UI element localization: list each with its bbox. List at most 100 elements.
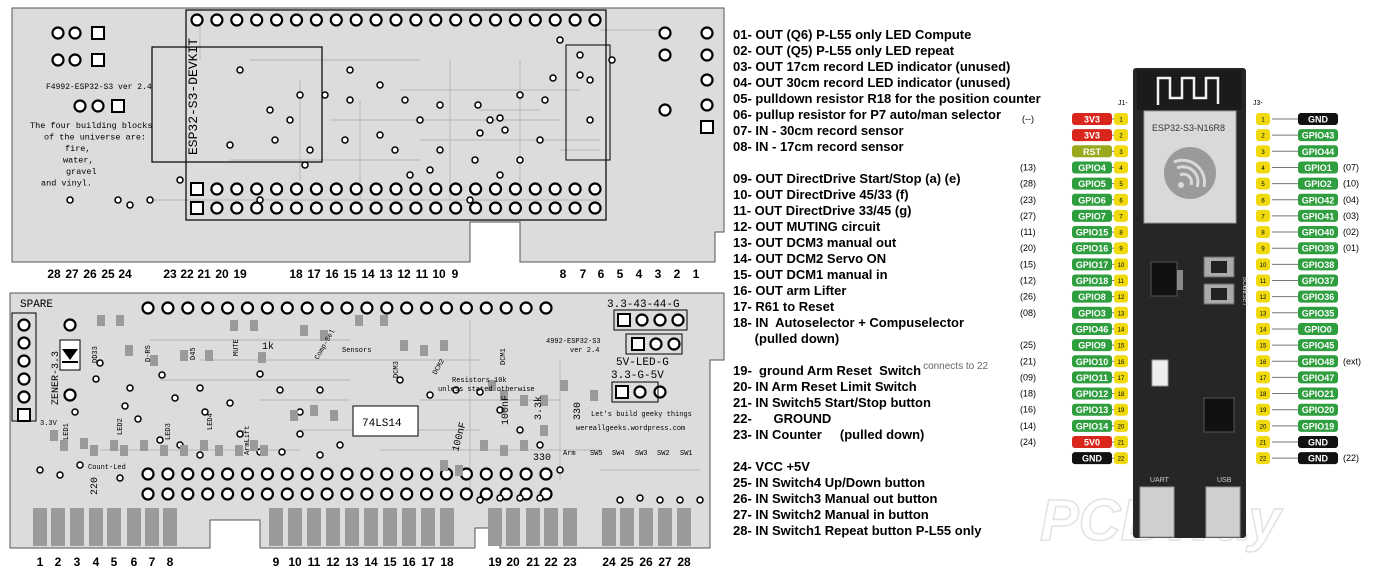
via <box>36 466 44 474</box>
bottom-pin-number: 7 <box>149 555 156 569</box>
pin-side-note: (27) <box>1020 211 1036 221</box>
pin-number: 15 <box>1118 344 1125 350</box>
pin-description-text: 27- IN Switch2 Manual in button <box>733 507 929 522</box>
pin-label-bg <box>1072 419 1112 432</box>
header-pad-top <box>289 13 304 27</box>
via <box>376 81 384 89</box>
pin-number-box <box>1114 371 1128 384</box>
smd-pad <box>60 440 68 451</box>
pin-description: 27- IN Switch2 Manual in button <box>733 507 929 522</box>
via <box>226 399 234 407</box>
pin-description: 08- IN - 17cm record sensor <box>733 139 904 154</box>
uart-connector <box>1139 486 1175 538</box>
pin-description: 21- IN Switch5 Start/Stop button <box>733 395 931 410</box>
header-pad-bottom <box>260 301 274 315</box>
pin-side-note: (04) <box>1343 195 1359 205</box>
pin-description-text: 02- OUT (Q5) P-L55 only LED repeat <box>733 43 955 58</box>
pin-number-box <box>1114 290 1128 303</box>
pin-name: GPIO47 <box>1302 373 1335 383</box>
pad <box>658 48 672 62</box>
pin-number-box <box>1256 145 1270 158</box>
pin-description: 23- IN Counter (pulled down) <box>733 427 924 442</box>
pin-name: GPIO12 <box>1076 389 1109 399</box>
pin-description-text: 14- OUT DCM2 Servo ON <box>733 251 887 266</box>
pin-number-box <box>1256 339 1270 352</box>
via <box>536 494 544 502</box>
pin-description: 25- IN Switch4 Up/Down button <box>733 475 925 490</box>
pin-name: GND <box>1308 115 1329 125</box>
top-pin-number: 17 <box>307 267 321 281</box>
pad <box>68 53 82 67</box>
pin-description-text: 01- OUT (Q6) P-L55 only LED Compute <box>733 27 972 42</box>
pin-label-bg <box>1298 371 1338 384</box>
edge-finger <box>563 508 577 546</box>
via <box>286 116 294 124</box>
header-pad-top <box>488 13 503 27</box>
pin-description-text: 16- OUT arm Lifter <box>733 283 847 298</box>
pad <box>700 48 714 62</box>
spare-pad <box>17 354 31 368</box>
header-3v3-label: 3.3-43-44-G <box>607 299 680 311</box>
pin-label-bg <box>1072 290 1112 303</box>
label-led2: LED2 <box>117 418 125 435</box>
pin-description-text: 28- IN Switch1 Repeat button P-L55 only <box>733 523 982 538</box>
via <box>476 388 484 396</box>
header-pad-row1 <box>221 467 235 481</box>
pin-number: 5 <box>1261 182 1265 188</box>
top-pin-number: 20 <box>215 267 229 281</box>
header-pad-top <box>349 13 363 27</box>
resistor-note-2: unless stated otherwise <box>438 386 535 394</box>
edge-finger <box>421 508 435 546</box>
pad <box>700 73 714 87</box>
bottom-pin-number: 12 <box>326 555 340 569</box>
via <box>296 430 304 438</box>
via <box>401 96 409 104</box>
top-pin-number: 13 <box>379 267 393 281</box>
pin-number-box <box>1114 145 1128 158</box>
square-pad <box>91 26 105 40</box>
pin-number-box <box>1256 258 1270 271</box>
pin-label-bg <box>1072 339 1112 352</box>
via <box>501 126 509 134</box>
header-pad-top <box>309 13 323 27</box>
label-led1: LED1 <box>63 423 71 440</box>
header-pad-3v3g <box>615 385 629 399</box>
via <box>158 371 166 379</box>
smd-pad <box>180 445 188 456</box>
header-pad-row1 <box>488 182 503 196</box>
pin-description: 04- OUT 30cm record LED indicator (unuse… <box>733 75 1010 90</box>
edge-finger <box>145 508 159 546</box>
edge-finger <box>33 508 47 546</box>
smd-pad <box>560 380 568 391</box>
pin-label-bg <box>1298 355 1338 368</box>
header-pad-row2 <box>439 487 454 501</box>
header-pad-top <box>588 13 602 27</box>
pin-label-bg <box>1072 113 1112 125</box>
pin-number-box <box>1256 371 1270 384</box>
resistor-note-1: Resistors 10k <box>452 377 507 385</box>
edge-finger <box>488 508 502 546</box>
label-d-rs: D-RS <box>145 345 153 362</box>
website-label: wereallgeeks.wordpress.com <box>576 425 685 433</box>
pin-side-note: (25) <box>1020 340 1036 350</box>
bottom-pin-number: 4 <box>93 555 100 569</box>
pin-name: GPIO2 <box>1304 179 1332 189</box>
pin-description: 14- OUT DCM2 Servo ON <box>733 251 886 266</box>
smd-pad <box>260 445 268 456</box>
r2-label: 330 <box>573 402 584 420</box>
pin-number: 2 <box>1261 134 1265 140</box>
pin-number: 18 <box>1118 392 1125 398</box>
pin-label-bg <box>1298 306 1338 319</box>
via <box>278 448 286 456</box>
header-pad-row1 <box>300 467 314 481</box>
via <box>171 394 179 402</box>
via <box>636 494 644 502</box>
via <box>496 494 504 502</box>
header-pad-bottom <box>280 301 294 315</box>
pin-name: GPIO18 <box>1076 276 1109 286</box>
pin-description: 16- OUT arm Lifter <box>733 283 846 298</box>
header-pad-row1 <box>409 182 423 196</box>
smd-pad <box>300 325 308 336</box>
